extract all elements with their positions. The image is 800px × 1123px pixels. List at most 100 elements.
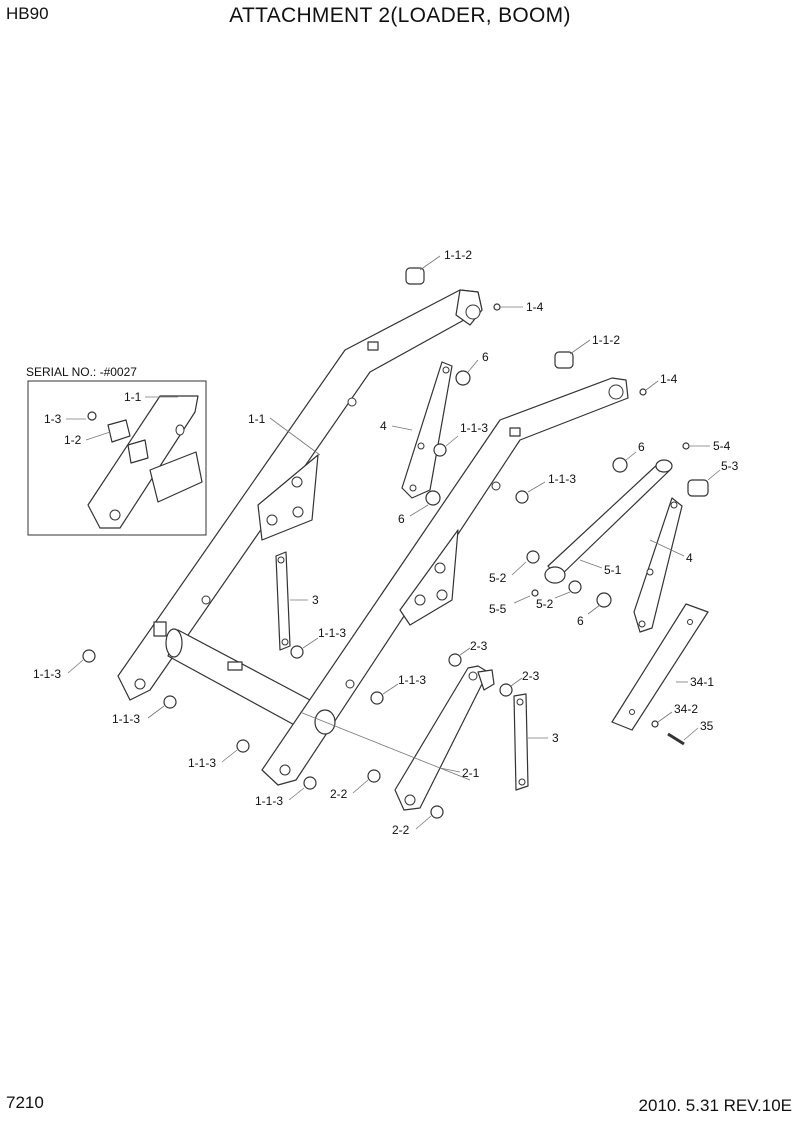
callout-fitting-5-4: 5-4 — [713, 439, 731, 453]
boom-left-foot-hole — [134, 678, 146, 690]
bush-2-2-a — [367, 769, 381, 783]
lever-2-1 — [394, 665, 489, 811]
leader-lines — [67, 255, 721, 830]
model-code: HB90 — [6, 4, 49, 23]
inset-boom-hole-upper — [175, 424, 185, 436]
bush-1-1-3-b — [515, 490, 529, 504]
revision-date: 2010. 5.31 REV.10E — [638, 1096, 792, 1115]
pin-35 — [667, 732, 685, 746]
bush-1-1-3-a — [433, 443, 447, 457]
bush-1-1-3-d — [370, 691, 384, 705]
callout-rod-5-1: 5-1 — [604, 563, 622, 577]
callout-washer-6-right: 6 — [638, 440, 645, 454]
page-number: 7210 — [6, 1093, 44, 1112]
rail-hole-2 — [629, 709, 635, 715]
callout-bush-1-1-3-mid: 1-1-3 — [460, 421, 488, 435]
cross-tube-end — [165, 628, 183, 658]
inset-boom-tube — [149, 451, 203, 503]
callout-grease-1-4-right: 1-4 — [660, 372, 678, 386]
bush-1-1-3-h — [303, 776, 317, 790]
bush-1-1-3-c — [290, 645, 304, 659]
callout-grease-1-4-left: 1-4 — [526, 300, 544, 314]
callout-bush-1-1-3-bottom-b: 1-1-3 — [255, 794, 283, 808]
bush-1-1-3-g — [236, 739, 250, 753]
inset-plate — [107, 419, 131, 443]
inset-boom-arm — [87, 395, 199, 529]
callout-link-right-4: 4 — [686, 551, 693, 565]
fitting-5-4 — [682, 442, 690, 450]
boom-left-slot — [153, 621, 167, 637]
boom-left-bracket-hole-3 — [292, 506, 304, 518]
callout-boom-1-1: 1-1 — [248, 412, 266, 426]
callout-pin-35: 35 — [700, 719, 714, 733]
boom-right-hole — [491, 481, 501, 491]
callout-bush-2-3-b: 2-3 — [522, 669, 540, 683]
inset-boom-callout: 1-1 — [124, 390, 142, 404]
callout-washer-6-top: 6 — [482, 350, 489, 364]
bushing-1-1-2-right — [554, 351, 574, 369]
callout-rail-34-1: 34-1 — [690, 675, 714, 689]
callout-link-left-4: 4 — [380, 419, 387, 433]
callout-bush-1-1-3-right: 1-1-3 — [548, 472, 576, 486]
link-left-hole-bottom — [409, 484, 417, 492]
callout-bush-1-1-3-center-left: 1-1-3 — [318, 626, 346, 640]
bush-1-1-3-e — [82, 649, 96, 663]
boom-right-bracket-hole-2 — [414, 594, 426, 606]
callout-bush-2-2-a: 2-2 — [330, 787, 348, 801]
cross-tube-label — [227, 661, 243, 671]
lever-2-1-ear — [477, 669, 495, 691]
washer-6-d — [596, 592, 612, 608]
bushing-1-1-2-left — [405, 267, 425, 285]
boom-left — [117, 289, 483, 701]
page-title: ATTACHMENT 2(LOADER, BOOM) — [229, 4, 571, 27]
washer-6-c — [612, 457, 628, 473]
inset-boom-hole — [109, 509, 121, 521]
grease-1-4-left — [493, 303, 501, 311]
inset-bolt — [87, 411, 97, 421]
boom-left-bracket-hole-1 — [291, 476, 303, 488]
rail-34-1 — [611, 603, 709, 731]
bush-2-2-b — [430, 805, 444, 819]
bush-5-2-a — [526, 550, 540, 564]
callout-washer-6-right-low: 6 — [577, 614, 584, 628]
boom-left-tab — [367, 341, 379, 351]
callout-bushing-1-1-2-left: 1-1-2 — [444, 248, 472, 262]
callout-bush-1-1-3-lower-left-a: 1-1-3 — [33, 667, 61, 681]
callout-pin-5-3: 5-3 — [721, 459, 739, 473]
boom-right-bracket — [399, 529, 459, 626]
bush-5-2-b — [568, 580, 582, 594]
link-3-left-hole-bottom — [281, 638, 289, 646]
link-3-left-hole-top — [277, 556, 285, 564]
callout-bush-2-3-a: 2-3 — [470, 639, 488, 653]
boom-right-foot-hole — [279, 764, 291, 776]
callout-lever-2-1: 2-1 — [462, 766, 480, 780]
boom-right-tip-hole — [608, 384, 624, 400]
callout-link-3-left: 3 — [312, 593, 319, 607]
callout-bush-1-1-3-lower-left-b: 1-1-3 — [112, 712, 140, 726]
bush-1-1-3-f — [163, 695, 177, 709]
inset-serial-label: SERIAL NO.: -#0027 — [26, 365, 137, 379]
link-3-left — [275, 551, 291, 651]
rod-eye-bottom — [544, 566, 566, 584]
link-3-right-hole-bottom — [518, 778, 526, 786]
pin-5-3 — [687, 479, 709, 497]
boom-left-hole-lower — [201, 595, 211, 605]
inset-plate-leader — [85, 431, 111, 441]
grease-1-4-right — [639, 388, 647, 396]
rail-hole-1 — [687, 619, 693, 625]
boom-left-bracket-hole-2 — [266, 514, 278, 526]
link-3-right — [513, 693, 529, 791]
callout-bolt-34-2: 34-2 — [674, 702, 698, 716]
boom-right-bracket-hole-3 — [436, 589, 448, 601]
bush-2-3-a — [448, 653, 462, 667]
callout-clevis-5-2-b: 5-2 — [536, 597, 554, 611]
inset-plate-callout: 1-2 — [64, 433, 82, 447]
link-right-hole-top — [670, 501, 678, 509]
callout-bush-2-2-b: 2-2 — [392, 823, 410, 837]
boom-left-hole — [347, 397, 357, 407]
washer-6-a — [455, 370, 471, 386]
link-right — [633, 497, 683, 633]
callout-bush-1-1-3-center: 1-1-3 — [398, 673, 426, 687]
link-3-right-hole-top — [516, 698, 524, 706]
